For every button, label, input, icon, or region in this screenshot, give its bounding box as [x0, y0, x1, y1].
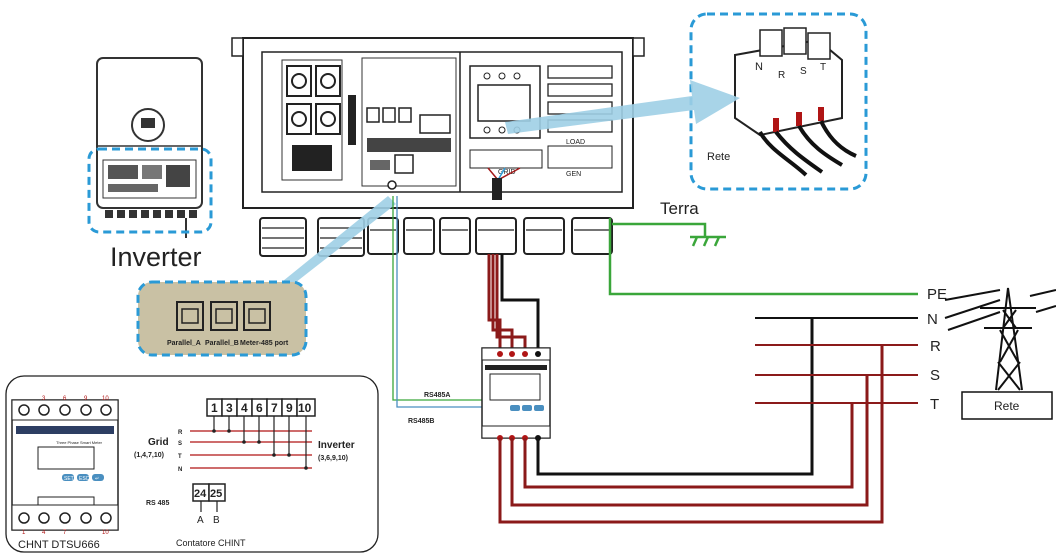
breaker-label-r: R — [778, 70, 785, 81]
rete-grid-label: Rete — [994, 399, 1020, 413]
gen-terminal-label: GEN — [566, 171, 581, 178]
svg-text:7: 7 — [63, 530, 67, 536]
r-label: R — [930, 338, 941, 355]
grid-side-label: Grid — [148, 437, 169, 448]
inverter-highlight-callout — [87, 147, 213, 234]
t-label: T — [930, 396, 939, 413]
terminal-7: 7 — [271, 401, 278, 415]
meter-model-label: CHNT DTSU666 — [18, 539, 100, 551]
phase-s: S — [178, 441, 182, 447]
parallel-b-label: Parallel_B — [205, 340, 239, 347]
breaker-callout-arrow — [505, 80, 740, 134]
s-label: S — [930, 367, 940, 384]
rs485b-label: RS485B — [408, 418, 434, 425]
rj45-meter-port — [243, 301, 271, 331]
meter-port-label: Meter-485 port — [240, 340, 289, 347]
rj45-parallel-a — [176, 301, 204, 331]
meter-terminal-strip: 1 3 4 6 7 9 10 — [190, 398, 316, 470]
inverter-unit-illustration — [96, 57, 203, 238]
grid-side-terminals: (1,4,7,10) — [134, 452, 164, 459]
phase-n: N — [178, 467, 182, 473]
parallel-a-label: Parallel_A — [167, 340, 201, 347]
pe-wire — [608, 218, 918, 296]
terra-label: Terra — [660, 199, 699, 218]
cable-glands — [259, 217, 613, 257]
rs485a-label: RS485A — [424, 392, 450, 399]
breaker-label-t: T — [820, 62, 826, 73]
rs485-terminal-25: 25 — [210, 488, 222, 500]
rs485b-wire — [396, 196, 520, 408]
rs485-a: A — [197, 515, 204, 526]
rs485-b: B — [213, 515, 220, 526]
rs485-terminal-strip — [192, 483, 226, 512]
terminal-1: 1 — [211, 401, 218, 415]
phase-r: R — [178, 430, 183, 436]
grid-breaker-illustration: N R S T — [734, 27, 857, 177]
meter-bottom-numbers: 1 4 7 10 — [22, 530, 109, 536]
meter-top-numbers: 3 6 9 10 — [42, 396, 109, 402]
meter-grid-cables — [498, 318, 884, 524]
svg-text:10: 10 — [102, 396, 109, 402]
meter-enter-button: ↵ — [95, 476, 99, 482]
meter-set-button: SET — [64, 476, 74, 482]
breaker-label-s: S — [800, 66, 807, 77]
rete-breaker-label: Rete — [707, 151, 730, 163]
meter-front-illustration — [11, 399, 119, 531]
terminal-9: 9 — [286, 401, 293, 415]
svg-text:9: 9 — [84, 396, 88, 402]
n-label: N — [927, 311, 938, 328]
meter-display-text: Three Phase Smart Meter — [56, 440, 103, 445]
rs485a-wire — [392, 196, 508, 401]
power-pylon-icon — [944, 287, 1056, 391]
grid-terminal-label: GRID — [498, 169, 516, 176]
phase-t: T — [178, 454, 182, 460]
terminal-6: 6 — [256, 401, 263, 415]
terminal-4: 4 — [241, 401, 248, 415]
svg-text:4: 4 — [42, 530, 46, 536]
inverter-meter-cables — [487, 254, 540, 352]
rete-grid-box — [961, 391, 1053, 420]
meter-esc-button: ESC — [79, 476, 90, 482]
smart-meter — [481, 347, 551, 441]
terminal-10: 10 — [298, 401, 312, 415]
inverter-side-terminals: (3,6,9,10) — [318, 455, 348, 462]
breaker-label-n: N — [755, 61, 763, 73]
svg-text:3: 3 — [42, 396, 46, 402]
svg-text:1: 1 — [22, 530, 26, 536]
svg-text:10: 10 — [102, 530, 109, 536]
inverter-label: Inverter — [110, 242, 202, 272]
svg-text:6: 6 — [63, 396, 67, 402]
inverter-side-label: Inverter — [318, 440, 355, 451]
earth-ground-icon — [690, 235, 726, 247]
pe-label: PE — [927, 286, 947, 303]
rj45-parallel-b — [210, 301, 238, 331]
terminal-3: 3 — [226, 401, 233, 415]
meter-caption: Contatore CHINT — [176, 538, 246, 548]
rs485-terminal-24: 24 — [194, 488, 207, 500]
earth-wire — [612, 222, 707, 237]
load-terminal-label: LOAD — [566, 139, 585, 146]
grid-bus-lines — [755, 317, 918, 404]
rs485-label: RS 485 — [146, 500, 169, 507]
